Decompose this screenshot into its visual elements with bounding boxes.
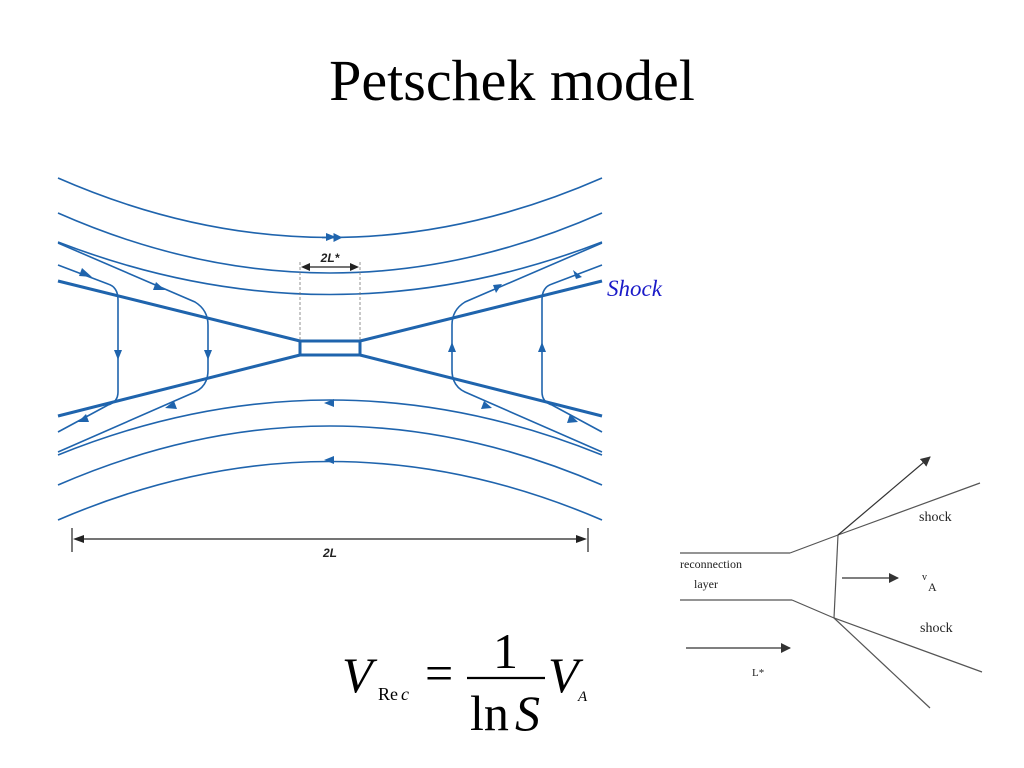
shock-line-lower-right: [359, 353, 603, 418]
field-line-left-inner: [57, 242, 209, 453]
shock-line-upper-left: [57, 279, 301, 343]
formula-rhs-sub-a: A: [577, 689, 588, 705]
field-line-left-outer: [57, 264, 119, 433]
dimension-2L: 2L: [71, 528, 589, 560]
formula-lhs-sub-c: c: [401, 684, 409, 704]
outflow-lower: [833, 617, 931, 709]
diffusion-region-box: [298, 339, 362, 357]
label-lstar: L*: [752, 667, 764, 679]
arrowhead-bottom-2: [324, 399, 334, 407]
arrowhead-lr-2: [567, 414, 578, 423]
formula-numerator: 1: [493, 623, 518, 679]
field-line-bottom-1: [57, 460, 603, 521]
arrowhead-left-v1: [114, 350, 122, 360]
arrowhead-bottom-1: [324, 456, 334, 464]
slide-title: Petschek model: [329, 48, 695, 113]
shock-line-upper-right: [359, 279, 603, 343]
outflow-upper: [837, 456, 931, 536]
arrowhead-ll-2: [165, 401, 177, 409]
field-line-top-3: [57, 241, 603, 296]
label-shock-lower: shock: [920, 621, 953, 636]
formula-denominator-s: S: [515, 685, 540, 741]
arrowhead-lr-1: [481, 401, 492, 409]
formula-lhs-sub-re: Re: [378, 684, 398, 704]
field-line-bottom-3: [57, 399, 603, 456]
formula-denominator-ln: ln: [470, 685, 509, 741]
arrowhead-ll-1: [78, 414, 89, 422]
arrowhead-ur-1: [493, 284, 502, 293]
field-line-bottom-2: [57, 425, 603, 486]
label-2L: 2L: [322, 546, 337, 560]
arrowhead-left-v2: [204, 350, 212, 360]
field-line-top-1: [57, 177, 603, 239]
arrowhead-ul-1: [79, 268, 92, 277]
field-arrowheads: [78, 233, 582, 464]
field-line-top-2: [57, 212, 603, 274]
arrowhead-right-v2: [448, 342, 456, 352]
arrowhead-right-v1: [538, 342, 546, 352]
front-line: [833, 534, 839, 619]
label-layer: layer: [694, 577, 718, 591]
formula-lhs-v: V: [342, 647, 378, 703]
label-2Lstar: 2L*: [320, 251, 341, 265]
side-diagram-labels: reconnection layer shock shock v A L*: [680, 510, 953, 679]
arrowhead-ul-2: [153, 282, 165, 290]
arrowhead-top-1: [326, 233, 336, 241]
label-shock: Shock: [607, 276, 663, 301]
arrowhead-ur-2: [573, 270, 582, 279]
shock-line-lower-left: [57, 353, 301, 418]
label-va-a: A: [928, 580, 937, 594]
petschek-diagram: [57, 177, 603, 521]
shock-lower: [791, 599, 983, 673]
side-diagram: [680, 456, 983, 709]
label-shock-upper: shock: [919, 510, 952, 525]
label-reconnection: reconnection: [680, 557, 742, 571]
label-va-v: v: [922, 572, 927, 583]
formula-equals: =: [425, 645, 453, 701]
dimension-2Lstar: 2L*: [301, 251, 359, 271]
reconnection-rate-formula: V Re c = 1 ln S V A: [342, 623, 588, 741]
formula-rhs-v: V: [548, 647, 584, 703]
